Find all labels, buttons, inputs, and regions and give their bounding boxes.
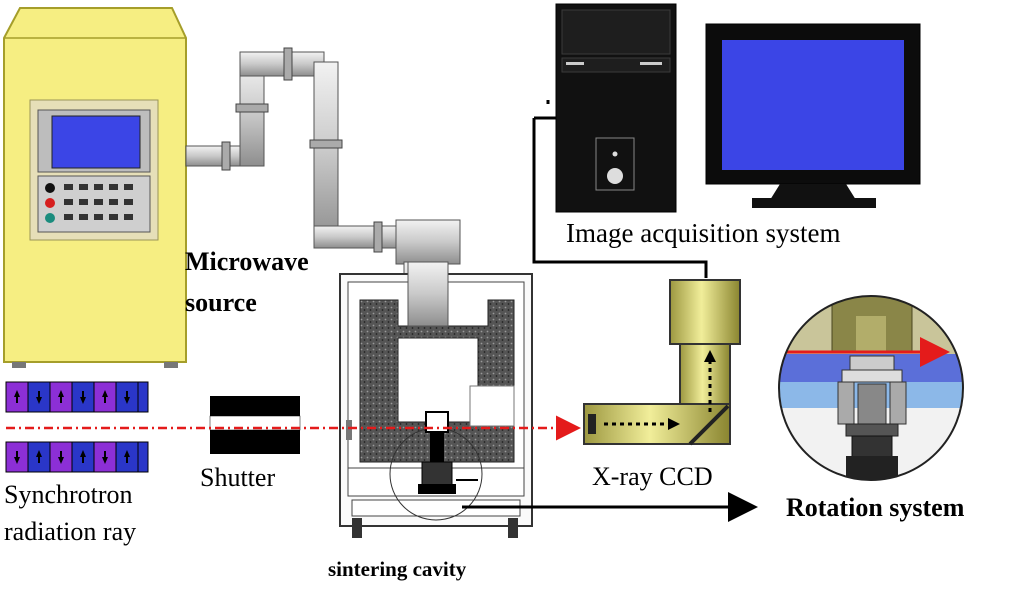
monitor-screen [722,40,904,170]
image-acquisition-label: Image acquisition system [566,218,840,248]
monitor [705,23,921,208]
microwave-source-label-2: source [185,288,257,317]
undulator-magnet-upper [5,381,149,413]
shutter-label: Shutter [200,463,275,492]
control-screen [51,115,141,169]
rotation-system-label: Rotation system [786,493,965,522]
synchrotron-label-1: Synchrotron [4,480,133,509]
computer-tower [555,3,677,213]
microwave-source-cabinet [3,7,187,368]
sintering-cavity [339,261,533,538]
ccd-cable [532,100,708,278]
xray-ccd-camera [583,279,741,446]
sintering-cavity-label: sintering cavity [328,557,467,581]
microwave-source-label-1: Microwave [185,247,309,276]
shutter [209,396,301,454]
synchrotron-label-2: radiation ray [4,517,136,546]
rotation-system-zoom [778,295,964,481]
undulator-magnet-lower [5,441,149,473]
xray-ccd-label: X-ray CCD [592,462,713,491]
